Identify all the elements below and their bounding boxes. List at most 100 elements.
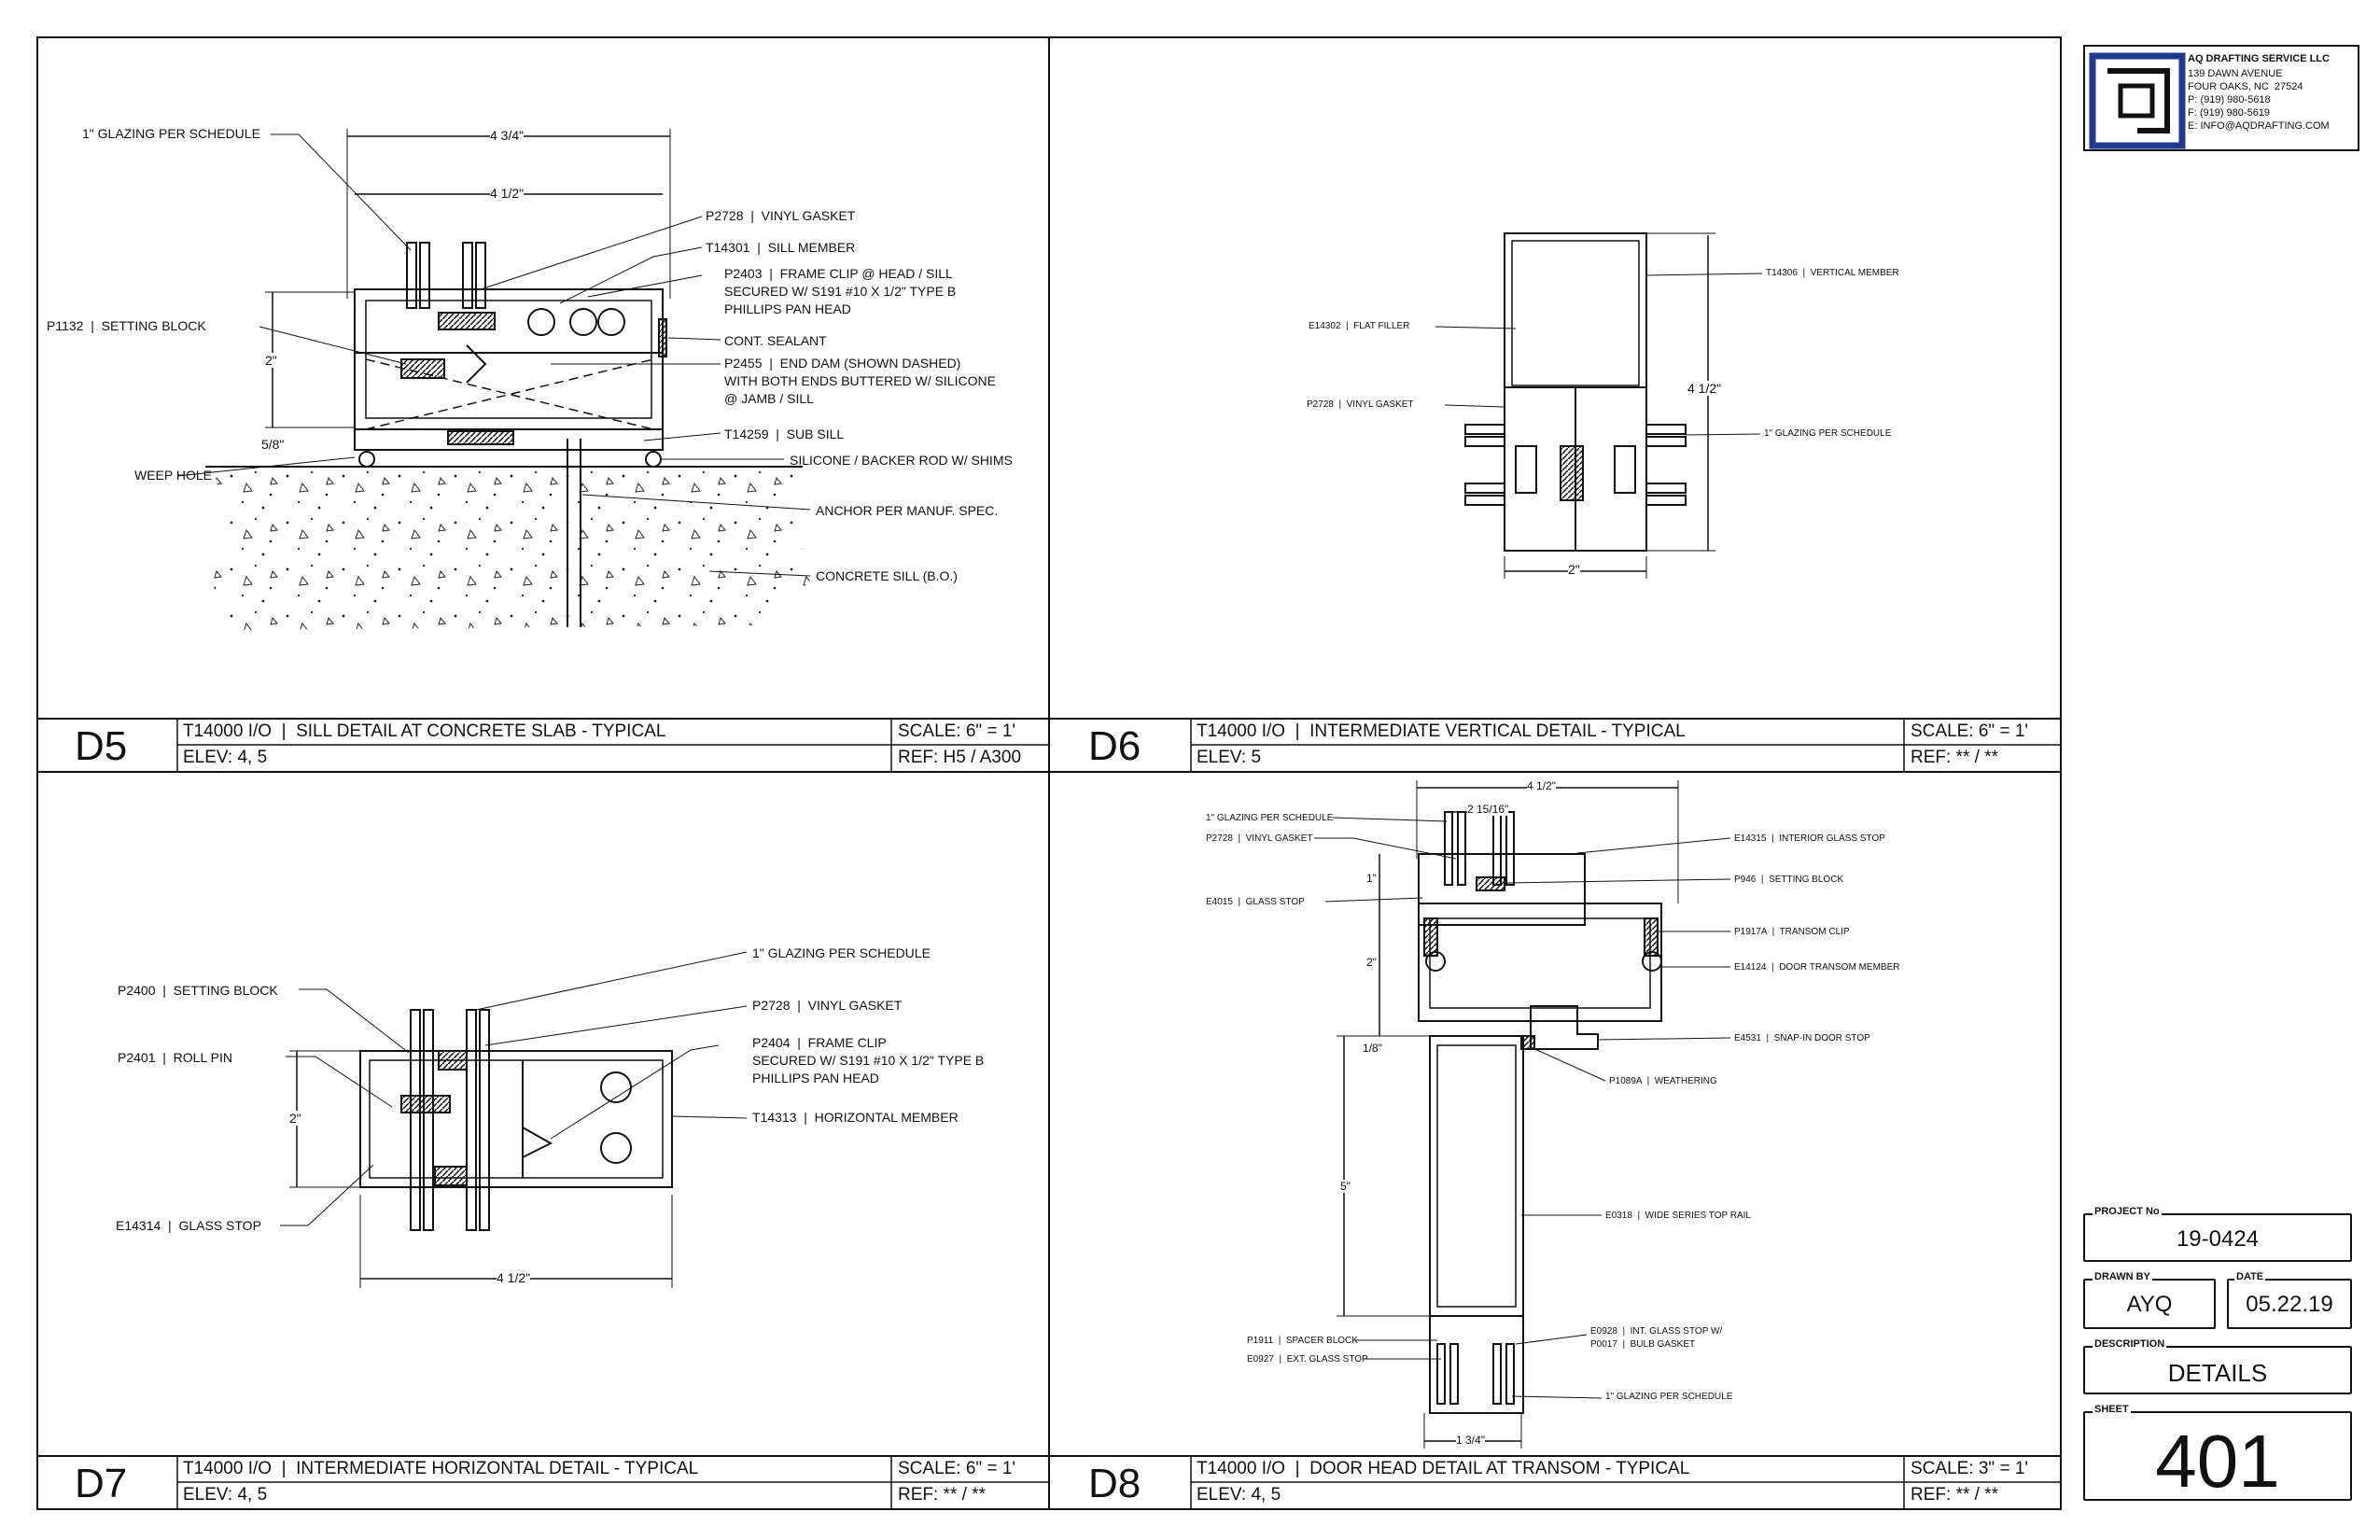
description-box: DETAILS (2083, 1346, 2352, 1394)
d5-dim-shim: 5/8" (261, 437, 285, 452)
company-block (2083, 45, 2359, 151)
d5-silicone-label: SILICONE / BACKER ROD W/ SHIMS (790, 453, 1013, 468)
d5-sill-member-label: T14301 | SILL MEMBER (706, 240, 856, 255)
d5-elev: ELEV: 4, 5 (183, 748, 268, 767)
d5-sealant-label: CONT. SEALANT (724, 333, 827, 348)
d5-title: T14000 I/O | SILL DETAIL AT CONCRETE SLA… (183, 721, 666, 741)
d5-sub-sill-label: T14259 | SUB SILL (724, 427, 845, 441)
d6-scale: SCALE: 6" = 1' (1911, 721, 2029, 741)
d7-ref: REF: ** / ** (898, 1485, 986, 1505)
d8-detail-id: D8 (1088, 1461, 1141, 1506)
d5-ref: REF: H5 / A300 (898, 748, 1022, 767)
d7-title: T14000 I/O | INTERMEDIATE HORIZONTAL DET… (183, 1459, 699, 1478)
d5-anchor-label: ANCHOR PER MANUF. SPEC. (816, 503, 999, 518)
d8-elev: ELEV: 4, 5 (1197, 1485, 1281, 1505)
d8-dim-glass: 2 15/16" (1467, 803, 1509, 816)
d8-glass-stop-label: E4015 | GLASS STOP (1206, 897, 1305, 907)
d5-dim-height: 2" (265, 353, 277, 368)
d8-dim-gap: 1/8" (1363, 1042, 1382, 1055)
d8-spacer-block-label: P1911 | SPACER BLOCK (1247, 1336, 1358, 1346)
aq-logo-icon (2089, 52, 2186, 149)
d7-detail-id: D7 (75, 1461, 128, 1506)
d8-door-transom-label: E14124 | DOOR TRANSOM MEMBER (1734, 962, 1900, 973)
d8-dim-2: 2" (1366, 956, 1377, 969)
d8-int-glass-stop-label: E0928 | INT. GLASS STOP W/ P0017 | BULB … (1590, 1326, 1723, 1350)
d7-roll-pin-label: P2401 | ROLL PIN (118, 1050, 232, 1065)
company-email: E: INFO@AQDRAFTING.COM (2188, 120, 2330, 132)
d8-glazing-bottom-label: 1" GLAZING PER SCHEDULE (1605, 1392, 1733, 1402)
description-value: DETAILS (2167, 1359, 2268, 1387)
date-box: 05.22.19 (2227, 1279, 2352, 1329)
drawn-by-label: DRAWN BY (2093, 1271, 2152, 1282)
d7-glazing-label: 1" GLAZING PER SCHEDULE (752, 945, 931, 960)
company-phone: P: (919) 980-5618 (2188, 94, 2271, 105)
d8-glazing-top-label: 1" GLAZING PER SCHEDULE (1206, 813, 1334, 823)
d5-dim-inner: 4 1/2" (490, 186, 525, 201)
d8-dim-1: 1" (1366, 872, 1377, 885)
d7-horizontal-member-label: T14313 | HORIZONTAL MEMBER (752, 1110, 959, 1125)
d5-detail-id: D5 (75, 723, 128, 769)
d6-drawing (1435, 232, 1763, 579)
project-label: PROJECT No (2093, 1206, 2162, 1217)
d8-transom-clip-label: P1917A | TRANSOM CLIP (1734, 927, 1850, 937)
d7-frame-clip-label: P2404 | FRAME CLIP SECURED W/ S191 #10 X… (752, 1035, 985, 1085)
d8-weathering-label: P1089A | WEATHERING (1609, 1076, 1717, 1086)
date-label: DATE (2234, 1271, 2266, 1282)
sheet-label: SHEET (2093, 1404, 2131, 1415)
company-fax: F: (919) 980-5619 (2188, 107, 2271, 119)
d7-scale: SCALE: 6" = 1' (898, 1459, 1016, 1478)
d8-dim-5: 5" (1340, 1180, 1351, 1193)
d8-title: T14000 I/O | DOOR HEAD DETAIL AT TRANSOM… (1197, 1459, 1690, 1478)
d8-top-rail-label: E0318 | WIDE SERIES TOP RAIL (1605, 1211, 1751, 1221)
d7-vinyl-gasket-label: P2728 | VINYL GASKET (752, 998, 903, 1013)
d7-elev: ELEV: 4, 5 (183, 1485, 268, 1505)
d6-detail-id: D6 (1088, 723, 1141, 769)
d6-glazing-label: 1" GLAZING PER SCHEDULE (1764, 428, 1892, 439)
d8-snap-in-label: E4531 | SNAP-IN DOOR STOP (1734, 1033, 1870, 1043)
d7-glass-stop-label: E14314 | GLASS STOP (116, 1218, 261, 1233)
d5-concrete-label: CONCRETE SILL (B.O.) (816, 568, 958, 583)
d6-title: T14000 I/O | INTERMEDIATE VERTICAL DETAI… (1197, 721, 1686, 741)
d7-drawing (280, 951, 748, 1288)
d5-vinyl-gasket-label: P2728 | VINYL GASKET (706, 208, 856, 223)
company-name: AQ DRAFTING SERVICE LLC (2188, 53, 2330, 64)
d6-dim-width: 2" (1568, 562, 1580, 577)
d5-frame-clip-label: P2403 | FRAME CLIP @ HEAD / SILL SECURED… (724, 266, 957, 316)
drawn-by-value: AYQ (2126, 1292, 2173, 1317)
date-value: 05.22.19 (2246, 1292, 2333, 1317)
d7-dim-height: 2" (289, 1111, 301, 1126)
description-label: DESCRIPTION (2093, 1338, 2167, 1350)
project-number: 19-0424 (2176, 1226, 2260, 1252)
d8-drawing (1314, 780, 1731, 1449)
company-address2: FOUR OAKS, NC 27524 (2188, 81, 2303, 92)
d8-setting-block-label: P946 | SETTING BLOCK (1734, 875, 1844, 885)
d5-dim-overall: 4 3/4" (490, 128, 525, 143)
d8-vinyl-gasket-label: P2728 | VINYL GASKET (1206, 833, 1313, 844)
project-box: 19-0424 (2083, 1213, 2352, 1262)
d7-dim-width: 4 1/2" (497, 1270, 531, 1285)
d6-dim-height: 4 1/2" (1687, 381, 1722, 396)
company-address1: 139 DAWN AVENUE (2188, 68, 2283, 79)
d6-vinyl-gasket-label: P2728 | VINYL GASKET (1307, 399, 1414, 410)
d5-glazing-label: 1" GLAZING PER SCHEDULE (82, 126, 260, 141)
d6-vertical-member-label: T14306 | VERTICAL MEMBER (1766, 268, 1899, 278)
d6-ref: REF: ** / ** (1911, 748, 1998, 767)
d5-scale: SCALE: 6" = 1' (898, 721, 1016, 741)
d8-dim-bottom: 1 3/4" (1456, 1434, 1485, 1447)
d5-end-dam-label: P2455 | END DAM (SHOWN DASHED) WITH BOTH… (724, 356, 996, 406)
sheet-box: 401 (2083, 1411, 2352, 1503)
drawn-by-box: AYQ (2083, 1279, 2216, 1329)
d8-scale: SCALE: 3" = 1' (1911, 1459, 2029, 1478)
d6-elev: ELEV: 5 (1197, 748, 1262, 767)
d5-weep-hole-label: WEEP HOLE (134, 468, 212, 483)
d8-ext-glass-stop-label: E0927 | EXT. GLASS STOP (1247, 1354, 1368, 1365)
sheet-number: 401 (2155, 1420, 2280, 1503)
d8-dim-overall: 4 1/2" (1527, 779, 1556, 792)
d5-setting-block-label: P1132 | SETTING BLOCK (47, 318, 206, 333)
d6-flat-filler-label: E14302 | FLAT FILLER (1309, 321, 1410, 331)
d5-drawing (176, 129, 812, 630)
d8-interior-glass-stop-label: E14315 | INTERIOR GLASS STOP (1734, 833, 1885, 844)
d8-ref: REF: ** / ** (1911, 1485, 1998, 1505)
d7-setting-block-label: P2400 | SETTING BLOCK (118, 983, 278, 998)
